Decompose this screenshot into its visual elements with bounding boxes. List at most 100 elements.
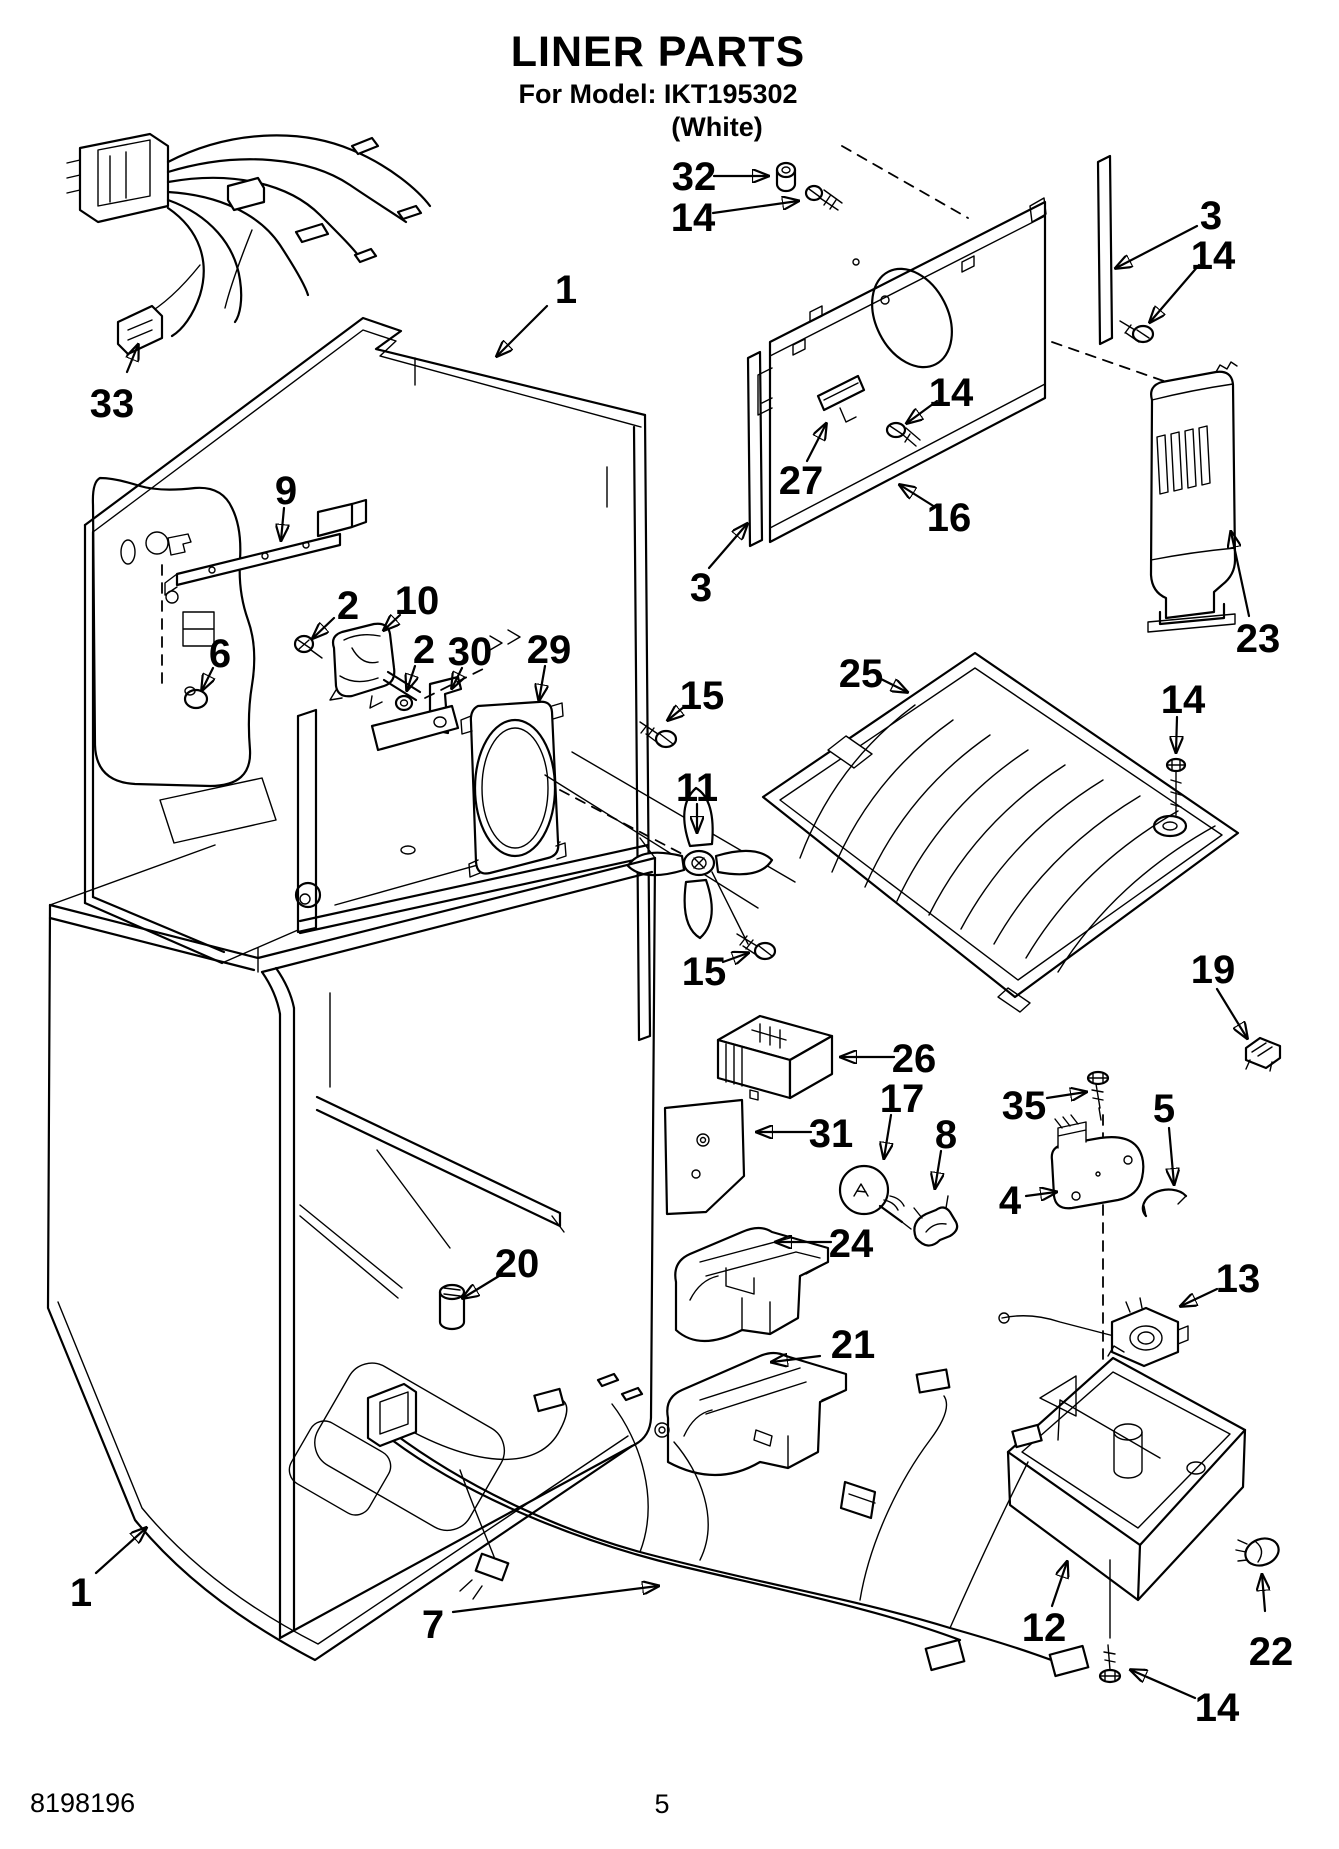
callout-1-1: 1 — [555, 268, 577, 312]
part-air-tower-23 — [1051, 341, 1238, 633]
leader-arrow-15-9 — [668, 706, 687, 720]
callout-30-7: 30 — [448, 630, 493, 674]
callout-26-24: 26 — [892, 1037, 937, 1081]
callout-12-37: 12 — [1022, 1606, 1067, 1650]
leader-arrow-25-21 — [879, 677, 907, 692]
leader-arrow-10-5 — [384, 613, 402, 630]
part-screw-14c — [885, 421, 921, 447]
callout-16-18: 16 — [927, 496, 972, 540]
callout-14-13: 14 — [671, 196, 716, 240]
part-bracket-24 — [674, 1226, 830, 1342]
leader-arrow-2-6 — [407, 664, 415, 690]
part-screw-15a — [639, 721, 678, 749]
callout-7-36: 7 — [422, 1603, 444, 1647]
callout-14-17: 14 — [929, 371, 974, 415]
callout-35-28: 35 — [1002, 1084, 1047, 1128]
callout-17-26: 17 — [880, 1077, 925, 1121]
callout-8-27: 8 — [935, 1113, 957, 1157]
callout-14-22: 14 — [1161, 678, 1206, 722]
callout-11-10: 11 — [676, 766, 718, 810]
callout-4-30: 4 — [999, 1179, 1022, 1223]
document-number: 8198196 — [30, 1788, 136, 1818]
callout-25-21: 25 — [839, 652, 884, 696]
part-screw-14b — [1119, 320, 1155, 344]
callout-33-0: 33 — [90, 382, 135, 426]
part-screw-2a — [293, 634, 323, 659]
part-control-housing-26 — [716, 1014, 834, 1101]
leader-arrow-3-14 — [1116, 224, 1199, 268]
part-liner-lower — [46, 777, 657, 1662]
part-control-4 — [1050, 1114, 1145, 1386]
part-grommet-32 — [775, 161, 797, 193]
leader-arrow-12-37 — [1050, 1562, 1067, 1608]
part-light-bulb-17 — [838, 1164, 912, 1230]
callout-3-14: 3 — [1200, 194, 1222, 238]
callout-19-23: 19 — [1191, 948, 1236, 992]
callout-6-3: 6 — [209, 632, 231, 676]
leader-arrow-14-22 — [1176, 715, 1177, 752]
part-bracket-21 — [666, 1351, 848, 1476]
leader-arrow-21-33 — [772, 1356, 822, 1362]
part-screw-14d — [1165, 757, 1187, 816]
part-thermostat-13 — [998, 1297, 1189, 1368]
part-shelf-25 — [761, 651, 1240, 1013]
callout-31-25: 31 — [809, 1112, 854, 1156]
part-clip-8 — [913, 1195, 959, 1247]
part-grommet-6 — [183, 686, 209, 710]
part-trim-strip-3-right — [1096, 154, 1114, 346]
part-trim-strip-3-left — [746, 350, 764, 548]
callout-5-29: 5 — [1153, 1087, 1175, 1131]
leader-arrow-14-15 — [1150, 263, 1201, 322]
leader-arrow-4-30 — [1024, 1192, 1056, 1196]
part-bracket-9 — [164, 498, 368, 596]
leader-arrow-13-31 — [1181, 1287, 1219, 1306]
part-shroud-29 — [460, 629, 796, 909]
callout-32-12: 32 — [672, 155, 717, 199]
callout-10-5: 10 — [395, 579, 440, 623]
leader-arrow-3-20 — [707, 524, 747, 570]
leader-arrow-19-23 — [1215, 987, 1247, 1038]
part-fan-blade-11 — [559, 786, 774, 945]
callout-15-11: 15 — [682, 950, 727, 994]
callout-29-8: 29 — [527, 628, 572, 672]
part-latch-27 — [816, 374, 866, 423]
model-line: For Model: IKT195302 — [518, 79, 798, 109]
leader-arrow-5-29 — [1169, 1126, 1174, 1184]
leader-arrow-15-11 — [721, 953, 748, 962]
leader-arrow-14-17 — [907, 399, 939, 423]
callout-9-2: 9 — [275, 469, 297, 513]
callout-24-32: 24 — [829, 1222, 874, 1266]
leader-arrow-7-36 — [451, 1586, 658, 1614]
part-plate-31 — [663, 1098, 746, 1216]
part-wire-harness-33 — [66, 132, 432, 356]
leader-arrow-9-2 — [281, 506, 284, 540]
callout-2-6: 2 — [413, 628, 435, 672]
leader-arrow-20-34 — [463, 1274, 501, 1298]
leader-arrow-8-27 — [935, 1149, 941, 1188]
leader-arrow-14-39 — [1131, 1670, 1197, 1700]
part-knob-22 — [1235, 1537, 1280, 1567]
leader-arrow-14-13 — [711, 201, 798, 215]
callout-22-38: 22 — [1249, 1630, 1294, 1674]
leader-arrow-2-4 — [313, 616, 336, 638]
leader-arrow-1-35 — [94, 1528, 146, 1575]
leader-arrow-27-16 — [805, 424, 826, 463]
callout-21-33: 21 — [831, 1323, 876, 1367]
callout-14-15: 14 — [1191, 234, 1236, 278]
part-rear-panel-16 — [757, 145, 1047, 544]
part-drain-pan-12 — [1006, 1345, 1247, 1639]
finish-line: (White) — [671, 112, 763, 142]
part-washer-2b — [394, 694, 414, 712]
leader-arrow-17-26 — [884, 1113, 891, 1158]
part-clip-5 — [1141, 1188, 1188, 1218]
leader-arrow-33-0 — [127, 345, 138, 374]
callout-1-35: 1 — [70, 1571, 92, 1615]
page-number: 5 — [654, 1789, 670, 1819]
callout-27-16: 27 — [779, 459, 824, 503]
callout-2-4: 2 — [337, 584, 359, 628]
callout-13-31: 13 — [1216, 1257, 1261, 1301]
part-fan-motor-10 — [329, 622, 422, 709]
